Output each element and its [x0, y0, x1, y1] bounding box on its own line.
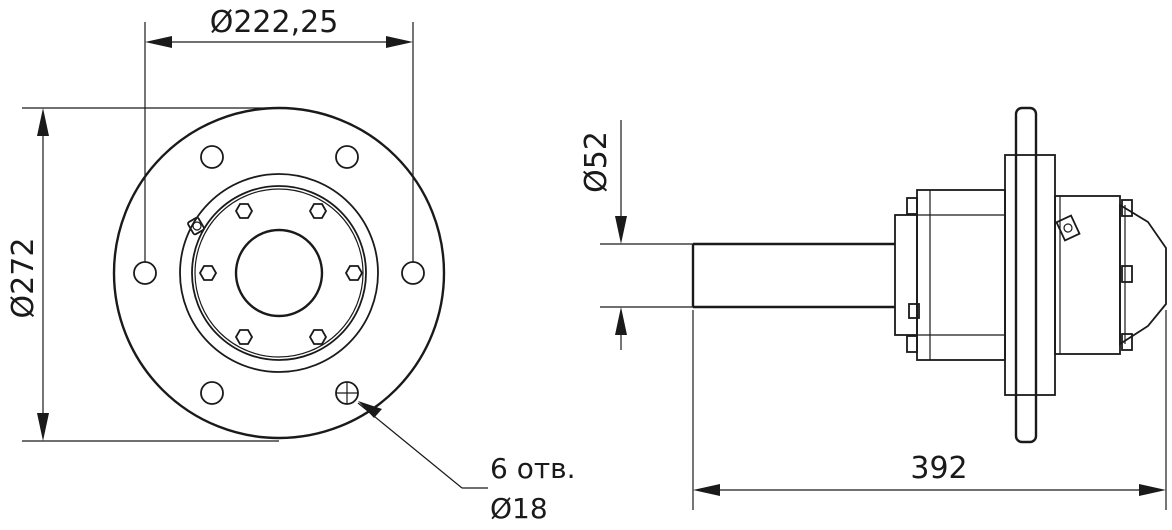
mounting-hole: [335, 145, 359, 169]
hub-bolts: [198, 203, 364, 345]
bearing-housing: [894, 189, 1006, 361]
mounting-hole: [133, 261, 157, 285]
hub-body: [1054, 195, 1167, 355]
mounting-hole: [200, 145, 224, 169]
length-dimension: 392: [692, 310, 1167, 510]
grease-nipple-front: [187, 216, 205, 236]
hole-callout-leader: [357, 401, 488, 489]
overall-length-label: 392: [910, 451, 967, 486]
center-bore-circle: [234, 228, 324, 318]
front-view: Ø222,25 Ø272 6 отв. Ø18: [6, 5, 576, 525]
shaft: [691, 242, 895, 309]
hex-bolt: [234, 203, 254, 219]
hub-ring-circle: [191, 185, 367, 361]
shaft-diameter-dimension: Ø52: [579, 120, 693, 350]
flange-outer-circle: [112, 106, 446, 440]
hub-inner-circle: [194, 188, 364, 358]
mounting-hole: [401, 261, 425, 285]
flange-diameter-dimension: Ø272: [6, 107, 279, 442]
hex-bolt: [198, 265, 218, 281]
bolt-circle-dimension: Ø222,25: [144, 5, 414, 262]
hex-bolt: [308, 203, 328, 219]
hex-bolt: [344, 265, 364, 281]
mounting-holes: [133, 145, 425, 405]
grease-nipple-side: [1055, 214, 1081, 242]
hex-bolt: [308, 329, 328, 345]
side-view: Ø52 392: [579, 106, 1167, 510]
mounting-hole: [200, 381, 224, 405]
flange-plate: [1004, 106, 1056, 444]
flange-diameter-label: Ø272: [6, 238, 41, 319]
bolt-circle-diameter-label: Ø222,25: [210, 5, 339, 40]
hub-outer-circle: [179, 173, 379, 373]
hole-diameter-label: Ø18: [490, 492, 548, 525]
hex-bolt: [234, 329, 254, 345]
hole-count-label: 6 отв.: [490, 452, 576, 485]
shaft-diameter-label: Ø52: [579, 131, 614, 193]
